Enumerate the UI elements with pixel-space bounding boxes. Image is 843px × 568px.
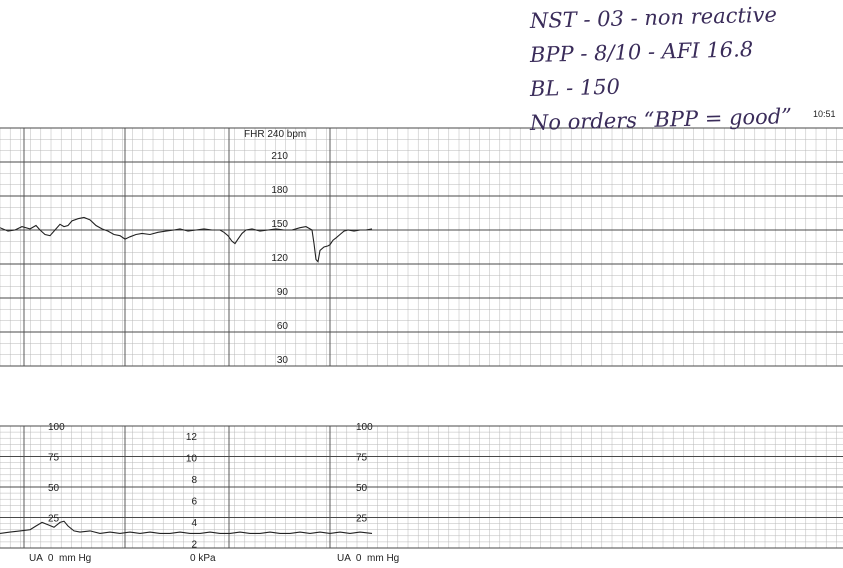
ua-tick-label-right: 25 [356,514,368,525]
fhr-tick-label: 150 [271,219,288,230]
kpa-tick-label: 4 [191,518,197,529]
ua-tick-label-left: 25 [48,514,60,525]
ua-tick-label-left: 50 [48,483,60,494]
fhr-tick-label: 60 [277,321,289,332]
kpa-label: 0 kPa [190,553,216,564]
ua-tick-label-right: 75 [356,453,368,464]
ua-label-right: UA 0 mm Hg [337,553,399,564]
kpa-tick-label: 8 [191,475,197,486]
kpa-tick-label: 10 [186,454,198,465]
kpa-tick-label: 2 [191,540,197,551]
ua-tick-labels: 100 100 75 75 50 50 25 25 12 10 8 6 4 2 [48,422,373,551]
fhr-tick-label: 180 [271,185,288,196]
ua-tick-label-left: 75 [48,453,60,464]
timestamp: 10:51 [813,109,836,119]
fhr-grid [0,127,843,367]
note-orders: No orders “BPP = good” [529,104,793,135]
kpa-tick-label: 12 [186,432,198,443]
ua-tick-label-left: 100 [48,422,65,433]
ua-trace [0,520,373,534]
fhr-tick-labels: 210 180 150 120 90 60 30 [271,151,288,366]
fhr-axis-title: FHR 240 bpm [244,129,306,140]
fhr-tick-label: 210 [271,151,288,162]
ua-grid [0,425,843,549]
fhr-tick-label: 30 [277,355,289,366]
fhr-tick-label: 120 [271,253,288,264]
fhr-trace [0,216,373,263]
ua-tick-label-right: 100 [356,422,373,433]
kpa-tick-label: 6 [191,497,197,508]
ua-tick-label-right: 50 [356,483,368,494]
handwritten-notes: NST - 03 - non reactive BPP - 8/10 - AFI… [529,3,830,140]
fhr-tick-label: 90 [277,287,289,298]
ua-label-left: UA 0 mm Hg [29,553,91,564]
